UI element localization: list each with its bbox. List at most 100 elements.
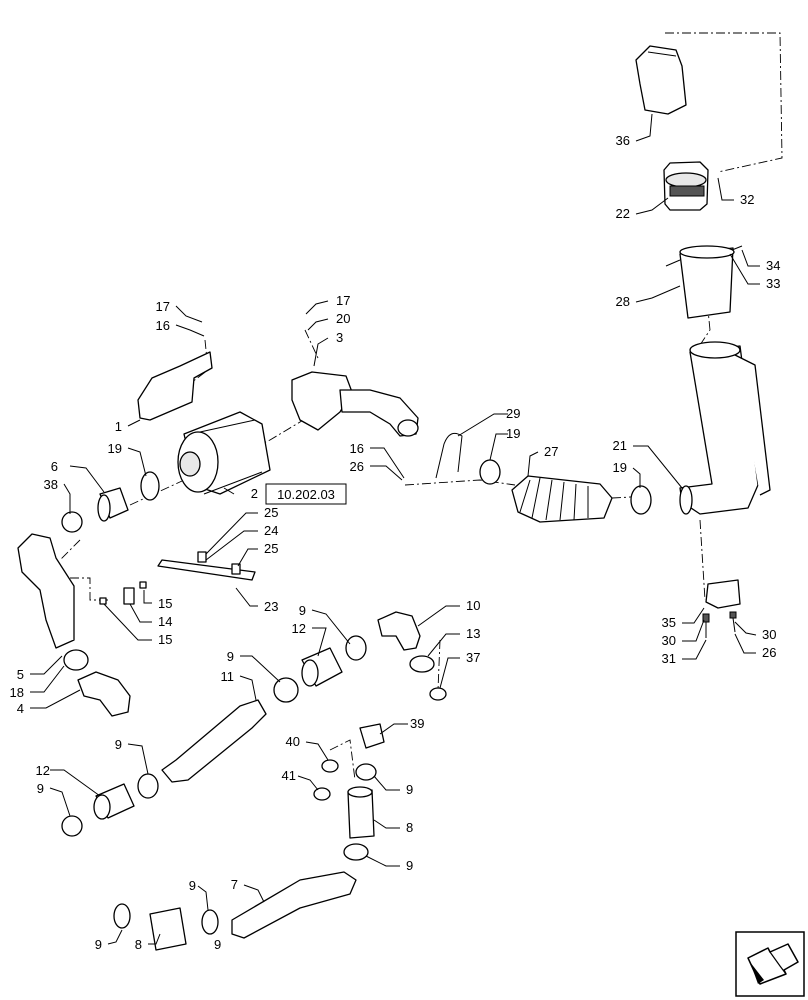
callout-label: 32 <box>740 192 754 207</box>
reference-box: 10.202.03 <box>265 483 347 505</box>
callout-label: 12 <box>36 763 50 778</box>
clamp-19-right <box>630 485 652 515</box>
callout-label: 21 <box>613 438 627 453</box>
callout-label: 40 <box>286 734 300 749</box>
clamp-9-c <box>137 773 159 799</box>
part-36-cover <box>635 45 687 115</box>
callout-label: 33 <box>766 276 780 291</box>
part-14-fitting <box>99 581 147 605</box>
callout-label: 9 <box>227 649 234 664</box>
clamp-38 <box>61 511 83 533</box>
callout-leaders <box>30 113 760 945</box>
callout-label: 26 <box>762 645 776 660</box>
small-fasteners-30-31-26 <box>702 611 737 638</box>
callout-label: 25 <box>264 505 278 520</box>
part-1-bracket <box>137 351 213 421</box>
part-29-u-bolt <box>435 432 463 479</box>
callout-label: 17 <box>156 299 170 314</box>
callout-label: 24 <box>264 523 278 538</box>
callout-label: 36 <box>616 133 630 148</box>
callout-label: 1 <box>115 419 122 434</box>
callout-label: 11 <box>221 669 235 684</box>
clamp-9-g <box>113 903 131 929</box>
next-page-arrow-icon[interactable] <box>735 931 805 997</box>
callout-label: 9 <box>95 937 102 952</box>
callout-label: 4 <box>17 701 24 716</box>
part-4-elbow <box>77 671 131 717</box>
callout-label: 19 <box>506 426 520 441</box>
clamp-19-left <box>140 471 160 501</box>
callout-label: 8 <box>406 820 413 835</box>
callout-label: 9 <box>299 603 306 618</box>
callout-label: 27 <box>544 444 558 459</box>
clamp-9-h <box>201 909 219 935</box>
callout-label: 15 <box>158 596 172 611</box>
part-10-elbow <box>377 611 421 651</box>
part-8-sleeve-upper <box>347 786 375 839</box>
part-39-elbow <box>359 723 385 749</box>
part-2-air-cleaner <box>177 411 271 495</box>
part-28-pipe <box>665 245 743 319</box>
callout-label: 10 <box>466 598 480 613</box>
callout-label: 19 <box>108 441 122 456</box>
callout-label: 5 <box>17 667 24 682</box>
part-11-hose <box>161 699 267 783</box>
callout-label: 9 <box>406 858 413 873</box>
ring-37 <box>429 687 447 701</box>
callout-label: 16 <box>350 441 364 456</box>
callout-label: 15 <box>158 632 172 647</box>
callout-label: 3 <box>336 330 343 345</box>
clamp-18 <box>63 649 89 671</box>
callout-label: 31 <box>662 651 676 666</box>
callout-label: 26 <box>350 459 364 474</box>
callout-label: 39 <box>410 716 424 731</box>
part-7-hose <box>231 871 357 939</box>
part-3-intake <box>291 371 419 437</box>
callout-label: 9 <box>37 781 44 796</box>
callout-label: 22 <box>616 206 630 221</box>
callout-label: 9 <box>189 878 196 893</box>
clamp-19-mid <box>479 459 501 485</box>
callout-label: 30 <box>662 633 676 648</box>
clamp-9-a <box>345 635 367 661</box>
part-23-tube <box>157 551 256 581</box>
part-22-rain-cap <box>663 161 709 211</box>
callout-label: 17 <box>336 293 350 308</box>
part-12-sleeve-upper <box>301 647 343 687</box>
callout-label: 9 <box>115 737 122 752</box>
part-27-flex-hose <box>511 475 613 523</box>
part-5-hose <box>17 533 75 649</box>
callout-label: 34 <box>766 258 780 273</box>
clamp-13 <box>409 655 435 673</box>
callout-label: 30 <box>762 627 776 642</box>
callout-label: 28 <box>616 294 630 309</box>
callout-label: 16 <box>156 318 170 333</box>
callout-label: 38 <box>44 477 58 492</box>
callout-label: 19 <box>613 460 627 475</box>
callout-label: 20 <box>336 311 350 326</box>
callout-label: 6 <box>51 459 58 474</box>
callout-label: 13 <box>466 626 480 641</box>
callout-label: 37 <box>466 650 480 665</box>
callout-label: 25 <box>264 541 278 556</box>
callout-label: 29 <box>506 406 520 421</box>
callout-label: 41 <box>282 768 296 783</box>
callout-label: 9 <box>214 937 221 952</box>
part-8-sleeve-lower <box>149 907 187 951</box>
clamp-9-b <box>273 677 299 703</box>
clamp-9-e <box>355 763 377 781</box>
callout-label: 8 <box>135 937 142 952</box>
part-12-sleeve-lower <box>93 783 135 820</box>
clamp-9-f <box>343 843 369 861</box>
reference-text: 10.202.03 <box>277 487 335 502</box>
clamp-9-d <box>61 815 83 837</box>
clamp-40 <box>321 759 339 773</box>
callout-label: 18 <box>10 685 24 700</box>
callout-label: 9 <box>406 782 413 797</box>
callout-label: 35 <box>662 615 676 630</box>
callout-label: 7 <box>231 877 238 892</box>
part-35-bracket <box>705 579 741 609</box>
callout-label: 23 <box>264 599 278 614</box>
callout-label: 2 <box>251 486 258 501</box>
